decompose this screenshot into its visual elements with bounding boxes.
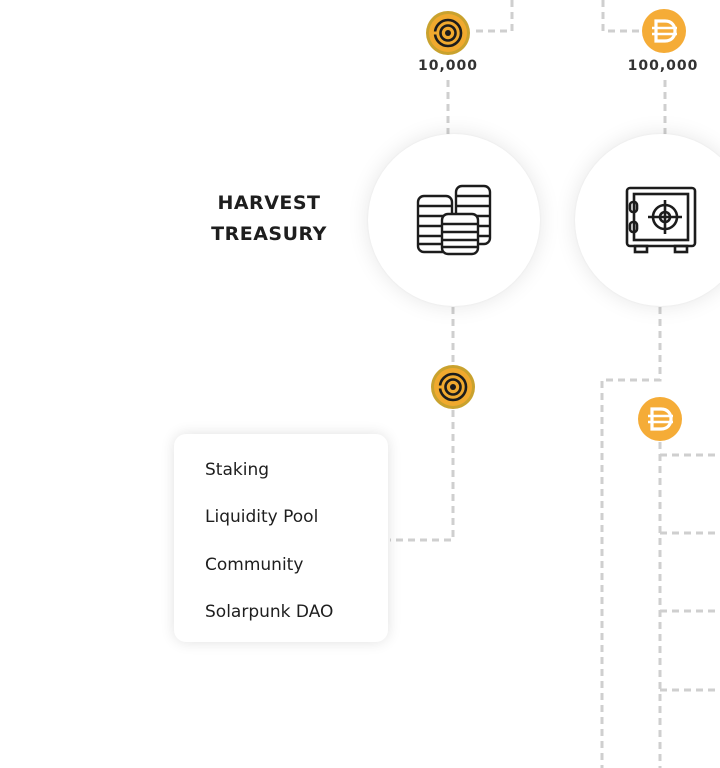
connector-token-to-card xyxy=(390,410,455,542)
allocation-item-solarpunk-dao: Solarpunk DAO xyxy=(205,602,334,622)
allocation-card: Staking Liquidity Pool Community Solarpu… xyxy=(174,434,388,642)
allocation-item-community: Community xyxy=(205,555,304,575)
allocation-item-staking: Staking xyxy=(205,460,270,480)
harvest-token-icon xyxy=(430,364,476,410)
harvest-treasury-label-line1: HARVEST xyxy=(217,192,321,214)
harvest-treasury-node xyxy=(368,134,540,306)
dai-token-icon xyxy=(637,396,683,442)
dai-amount: 100,000 xyxy=(627,58,699,74)
harvest-treasury-label: HARVEST TREASURY xyxy=(179,188,359,250)
connector-top-left xyxy=(472,0,514,33)
harvest-amount: 10,000 xyxy=(417,58,479,74)
coin-stacks-icon xyxy=(416,184,492,256)
harvest-treasury-label-line2: TREASURY xyxy=(211,223,327,245)
connector-top-right xyxy=(601,0,640,33)
allocation-item-liquidity-pool: Liquidity Pool xyxy=(205,507,319,527)
dai-token-icon xyxy=(641,8,687,54)
safe-vault-icon xyxy=(625,186,697,254)
connector-vault-down xyxy=(600,307,662,768)
vault-node xyxy=(575,134,720,306)
harvest-token-icon xyxy=(425,10,471,56)
